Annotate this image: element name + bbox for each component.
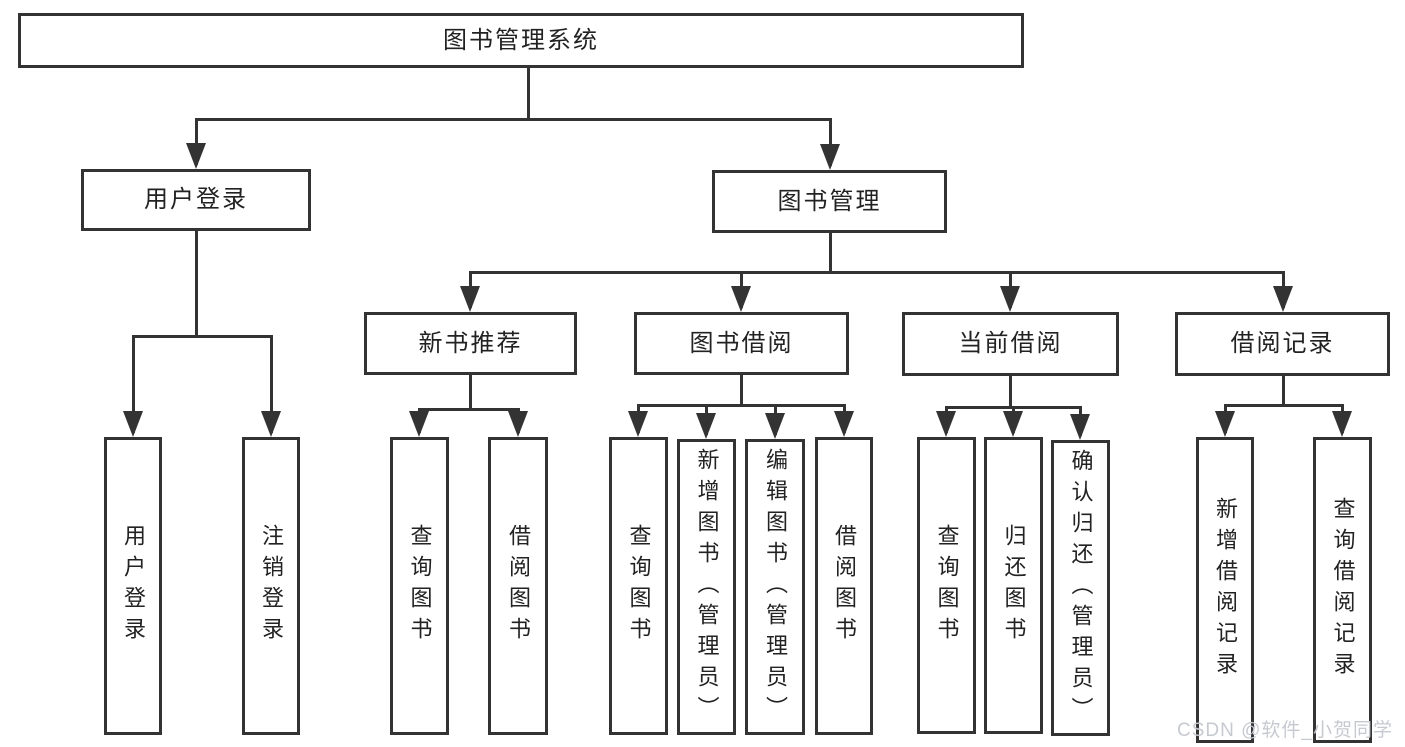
connector-stem-book-borrow (739, 375, 743, 405)
connector-rail-book-borrow (636, 403, 846, 407)
arrow-down-icon (628, 411, 648, 437)
node-label-leaf-edit-books-admin: 编辑图书（管理员） (763, 447, 788, 727)
node-leaf-add-borrow-record: 新增借阅记录 (1196, 437, 1254, 743)
node-label-user-login: 用户登录 (144, 186, 248, 213)
arrow-down-icon (1003, 411, 1023, 437)
node-label-library-system: 图书管理系统 (443, 26, 599, 54)
node-label-book-borrow: 图书借阅 (689, 329, 794, 357)
node-label-leaf-query-books-borrow: 查询图书 (626, 524, 652, 648)
node-leaf-borrow-books: 借阅图书 (815, 437, 873, 735)
node-user-login: 用户登录 (81, 169, 311, 231)
node-book-management: 图书管理 (712, 170, 947, 233)
node-leaf-user-login: 用户登录 (104, 437, 162, 735)
arrow-down-icon (1273, 286, 1293, 312)
connector-stem-library-system (526, 68, 530, 119)
arrow-down-icon (123, 411, 143, 437)
connector-stem-new-book-recommend (468, 375, 472, 409)
connector-stem-book-management (828, 233, 832, 272)
arrow-down-icon (1332, 411, 1352, 437)
node-new-book-recommend: 新书推荐 (364, 312, 577, 375)
connector-drop-library-system-0 (194, 119, 198, 165)
node-leaf-query-books-borrow: 查询图书 (609, 437, 668, 735)
node-leaf-query-books-recommend: 查询图书 (390, 437, 449, 735)
node-borrow-records: 借阅记录 (1175, 312, 1390, 376)
arrow-down-icon (1215, 411, 1235, 437)
node-label-leaf-borrow-books: 借阅图书 (832, 524, 857, 648)
node-leaf-logout: 注销登录 (242, 437, 300, 735)
node-leaf-edit-books-admin: 编辑图书（管理员） (745, 439, 805, 735)
node-book-borrow: 图书借阅 (634, 312, 849, 375)
arrow-down-icon (460, 286, 480, 312)
connector-stem-current-borrow (1008, 376, 1012, 407)
connector-rail-borrow-records (1223, 403, 1344, 407)
arrow-down-icon (834, 411, 854, 437)
node-leaf-query-borrow-record: 查询借阅记录 (1313, 437, 1372, 743)
arrow-down-icon (1000, 286, 1020, 312)
node-label-leaf-logout: 注销登录 (259, 524, 284, 648)
node-leaf-confirm-return-admin: 确认归还（管理员） (1051, 440, 1110, 736)
arrow-down-icon (936, 411, 956, 437)
arrow-down-icon (731, 286, 751, 312)
connector-rail-user-login (131, 334, 273, 338)
node-leaf-borrow-books-recommend: 借阅图书 (488, 437, 548, 735)
node-label-leaf-return-books: 归还图书 (1001, 523, 1027, 648)
node-label-leaf-user-login: 用户登录 (121, 524, 146, 648)
arrow-down-icon (765, 413, 785, 439)
watermark: CSDN @软件_小贺同学 (1177, 720, 1393, 741)
connector-rail-book-management (468, 270, 1285, 274)
connector-drop-user-login-0 (131, 336, 135, 433)
connector-rail-library-system (194, 117, 832, 121)
node-label-book-management: 图书管理 (777, 187, 882, 215)
node-label-leaf-confirm-return-admin: 确认归还（管理员） (1068, 448, 1094, 728)
arrow-down-icon (696, 413, 716, 439)
node-leaf-add-books-admin: 新增图书（管理员） (677, 439, 736, 735)
arrow-down-icon (186, 143, 206, 169)
node-label-leaf-add-borrow-record: 新增借阅记录 (1213, 497, 1238, 683)
arrow-down-icon (261, 411, 281, 437)
node-leaf-query-books-current: 查询图书 (917, 437, 976, 734)
connector-rail-new-book-recommend (417, 407, 520, 411)
node-label-leaf-query-books-recommend: 查询图书 (407, 524, 433, 648)
arrow-down-icon (409, 411, 429, 437)
connector-drop-library-system-1 (828, 119, 832, 166)
node-label-borrow-records: 借阅记录 (1230, 330, 1335, 357)
node-leaf-return-books: 归还图书 (984, 437, 1043, 734)
arrow-down-icon (1070, 414, 1090, 440)
connector-stem-user-login (194, 231, 198, 336)
node-library-system: 图书管理系统 (18, 13, 1024, 68)
node-current-borrow: 当前借阅 (902, 312, 1119, 376)
connector-stem-borrow-records (1281, 376, 1285, 405)
node-label-leaf-query-borrow-record: 查询借阅记录 (1330, 497, 1356, 683)
node-label-leaf-borrow-books-recommend: 借阅图书 (506, 524, 531, 648)
arrow-down-icon (820, 144, 840, 170)
node-label-new-book-recommend: 新书推荐 (418, 329, 523, 357)
connector-drop-user-login-1 (269, 336, 273, 433)
arrow-down-icon (508, 411, 528, 437)
node-label-leaf-query-books-current: 查询图书 (934, 523, 960, 648)
node-label-leaf-add-books-admin: 新增图书（管理员） (694, 447, 720, 727)
node-label-current-borrow: 当前借阅 (958, 330, 1063, 357)
